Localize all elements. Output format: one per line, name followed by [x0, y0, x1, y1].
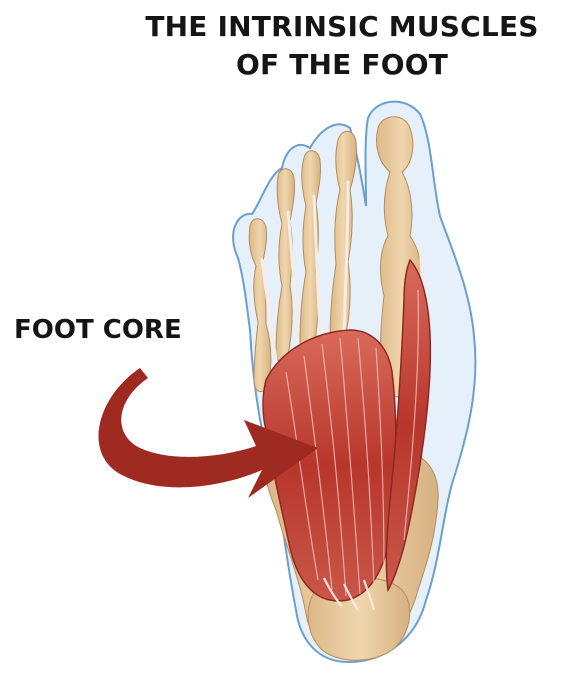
- title-line-2: OF THE FOOT: [96, 46, 588, 84]
- foot-core-label: FOOT CORE: [14, 314, 182, 346]
- page-title: THE INTRINSIC MUSCLES OF THE FOOT: [96, 8, 588, 84]
- title-line-1: THE INTRINSIC MUSCLES: [96, 8, 588, 46]
